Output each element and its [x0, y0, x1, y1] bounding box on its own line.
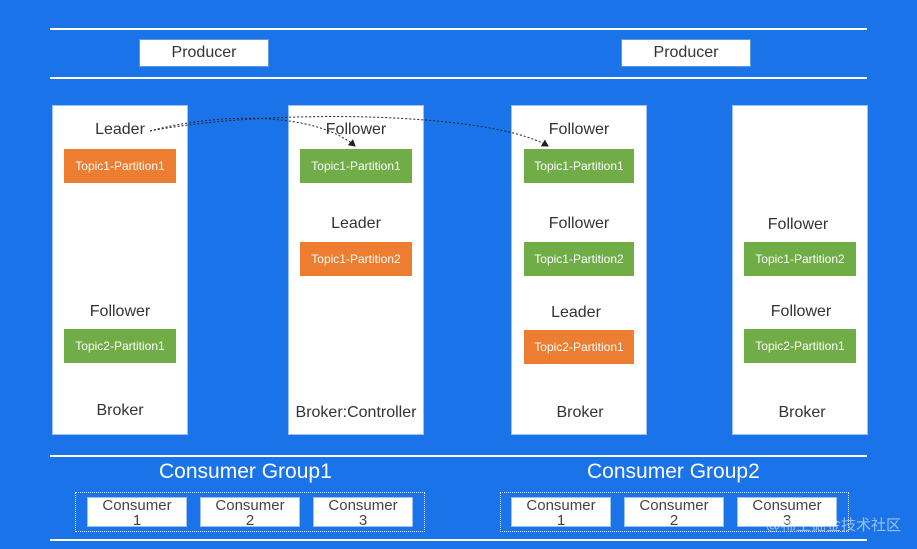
- bottom-divider-line: [50, 539, 867, 541]
- partition-follower-block: Topic1-Partition1: [300, 149, 412, 183]
- partition-follower-block: Topic1-Partition1: [524, 149, 634, 183]
- replica-role-label: Leader: [331, 215, 381, 232]
- replica-role-label: Follower: [548, 121, 610, 138]
- broker-4: Follower Topic1-Partition2 Follower Topi…: [732, 105, 868, 435]
- partition-follower-block: Topic2-Partition1: [64, 329, 176, 363]
- watermark-text: @稀土掘金技术社区: [765, 517, 901, 534]
- partition-follower-block: Topic2-Partition1: [744, 329, 856, 363]
- producer-divider-line: [50, 77, 867, 79]
- broker-1: Leader Topic1-Partition1 Follower Topic2…: [52, 105, 188, 435]
- broker-name: Broker: [778, 404, 826, 421]
- consumer-divider-line: [50, 455, 867, 457]
- broker-name: Broker: [96, 402, 144, 419]
- partition-leader-block: Topic2-Partition1: [524, 330, 634, 364]
- partition-follower-block: Topic1-Partition2: [744, 242, 856, 276]
- top-divider-line: [50, 28, 867, 30]
- replica-role-label: Leader: [95, 121, 145, 138]
- replica-role-label: Follower: [548, 215, 610, 232]
- broker-name: Broker: [556, 404, 604, 421]
- replication-arrow-to-broker3: [149, 116, 549, 147]
- replica-role-label: Leader: [551, 304, 601, 321]
- broker-name: Broker:Controller: [295, 404, 417, 421]
- partition-leader-block: Topic1-Partition1: [64, 149, 176, 183]
- consumer-group-title: Consumer Group1: [159, 460, 332, 483]
- replication-arrow-to-broker2: [149, 117, 356, 147]
- producer-box: Producer: [621, 39, 751, 67]
- broker-3: Follower Topic1-Partition1 Follower Topi…: [511, 105, 647, 435]
- broker-2-controller: Follower Topic1-Partition1 Leader Topic1…: [288, 105, 424, 435]
- producer-box: Producer: [139, 39, 269, 67]
- replica-role-label: Follower: [89, 303, 151, 320]
- consumer-group-1-box: [75, 492, 425, 532]
- consumer-group-2-box: [500, 492, 849, 532]
- partition-follower-block: Topic1-Partition2: [524, 242, 634, 276]
- partition-leader-block: Topic1-Partition2: [300, 242, 412, 276]
- replica-role-label: Follower: [770, 303, 832, 320]
- consumer-group-title: Consumer Group2: [587, 460, 760, 483]
- replica-role-label: Follower: [767, 216, 829, 233]
- replica-role-label: Follower: [325, 121, 387, 138]
